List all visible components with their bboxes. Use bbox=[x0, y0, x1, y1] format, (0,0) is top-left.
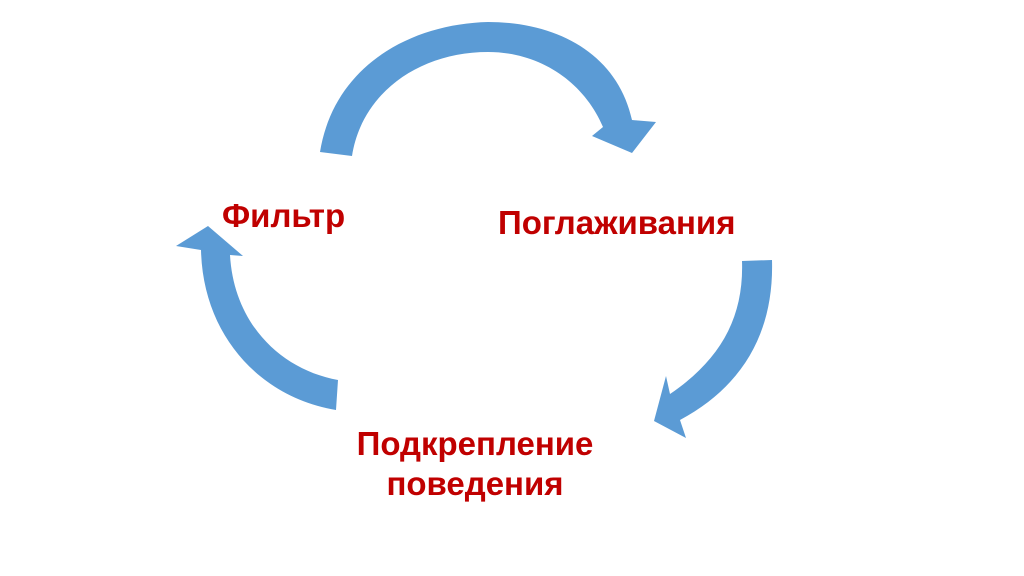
node-label-reinforcement-line2: поведения bbox=[386, 465, 564, 502]
arrow-stroking-to-reinforcement bbox=[654, 260, 773, 438]
arrow-reinforcement-to-filter bbox=[176, 226, 338, 410]
arrow-filter-to-stroking bbox=[320, 22, 656, 156]
node-label-filter: Фильтр bbox=[222, 197, 346, 234]
node-label-reinforcement: Подкрепление поведения bbox=[280, 424, 670, 504]
node-label-reinforcement-line1: Подкрепление bbox=[356, 425, 594, 462]
node-label-stroking: Поглаживания bbox=[498, 204, 736, 241]
